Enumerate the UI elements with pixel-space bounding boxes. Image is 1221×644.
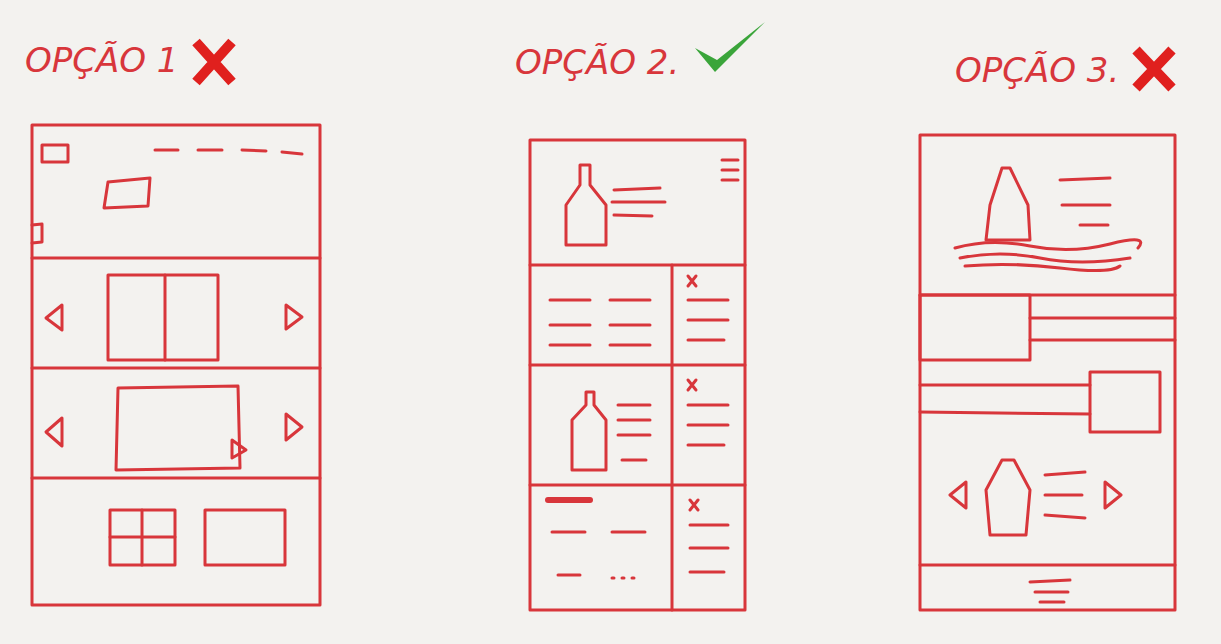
option-heading: OPÇÃO 3. [955,52,1119,89]
option-heading: OPÇÃO 2. [515,44,679,81]
wireframe-option: OPÇÃO 2. [515,44,755,81]
option-heading: OPÇÃO 1 [25,42,178,79]
reject-cross [1129,44,1179,94]
reject-cross [188,36,240,88]
wireframe-option: OPÇÃO 3. [955,52,1175,89]
wireframe-option: OPÇÃO 1 [25,42,335,79]
approve-check [689,18,769,80]
